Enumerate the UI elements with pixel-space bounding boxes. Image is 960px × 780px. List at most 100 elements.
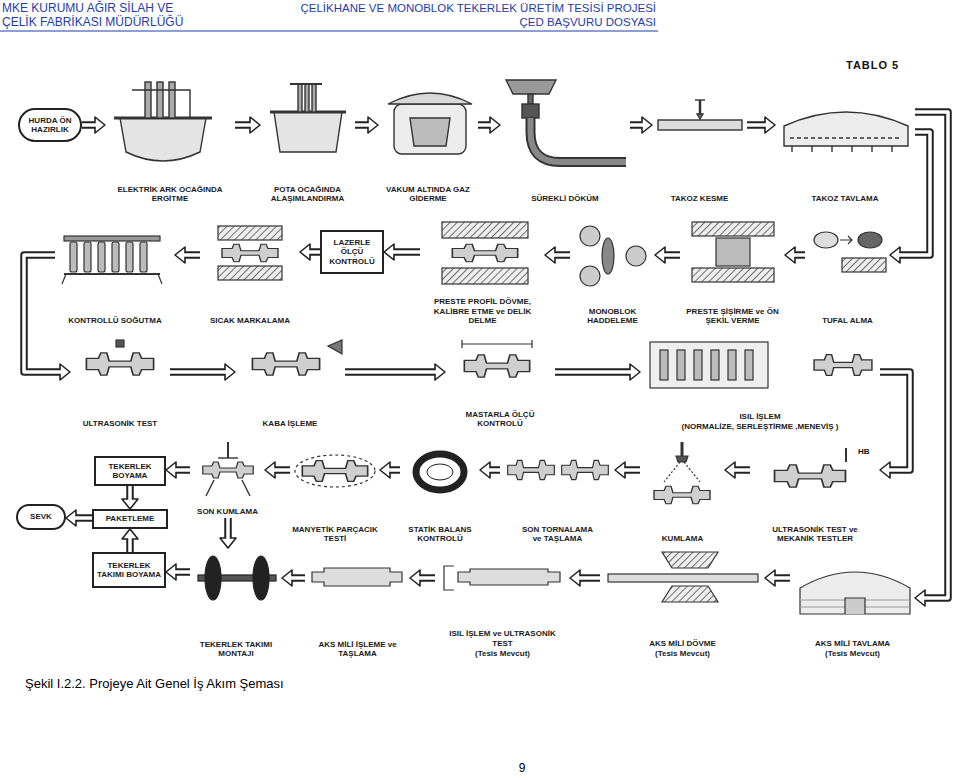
flow-arrow (725, 462, 750, 478)
continuous-caster (506, 80, 626, 162)
cooling-rack (84, 242, 91, 272)
gauge-check-wheel (462, 340, 532, 377)
axle-forging-press (662, 552, 718, 568)
caption-group: SON KUMLAMA (191, 507, 265, 516)
caption-group: AKS MİLİ TAVLAMA(Tesis Mevcut) (803, 639, 903, 658)
step-caption: PRESTE ŞİŞİRME ve ÖN ŞEKİL VERME (683, 307, 783, 325)
flow-arrow (655, 247, 680, 263)
step-caption: TUFAL ALMA (822, 316, 873, 325)
box-label: HURDA ÖN HAZIRLIK (23, 116, 77, 134)
wheelset (253, 556, 269, 600)
process-step: SICAK MARKALAMA (200, 215, 300, 327)
process-step: TEKERLEK TAKIMI MONTAJI (190, 548, 282, 660)
arrow-core (898, 132, 931, 255)
flow-arrow (615, 462, 640, 478)
billet-cutting (695, 99, 705, 100)
step-caption: (Tesis Mevcut) (475, 649, 530, 658)
arrow-core (235, 123, 253, 127)
balance-coil (427, 464, 453, 480)
arrow-core (488, 468, 501, 472)
process-step: AKS MİLİ TAVLAMA(Tesis Mevcut) (790, 548, 915, 660)
flow-arrow (355, 117, 378, 133)
continuous-caster (531, 118, 627, 162)
ladle-furnace (274, 112, 342, 152)
forging-press (442, 222, 528, 284)
ultrasonic-test-wheel (116, 340, 124, 347)
forging-press (442, 222, 528, 238)
arrow-outline (24, 255, 60, 372)
caption-group: PRESTE PROFİL DÖVME, KALİBRE ETME ve DEL… (428, 297, 538, 325)
heat-treatment-furnace (814, 355, 872, 376)
flow-arrow (630, 117, 652, 133)
heat-treatment-furnace (650, 342, 872, 388)
arc-furnace (114, 82, 212, 161)
arrow-outline (880, 372, 910, 470)
heat-treatment-furnace (711, 350, 719, 380)
cooling-rack (126, 242, 133, 272)
step-caption: SICAK MARKALAMA (210, 316, 290, 325)
step-caption: SÜREKLİ DÖKÜM (531, 194, 599, 203)
process-step: TAKOZ TAVLAMA (775, 75, 915, 205)
caption-group: KABA İŞLEME (240, 419, 340, 428)
arrow-core (388, 468, 401, 472)
axle-machining (312, 568, 402, 586)
arrow-core (392, 250, 421, 254)
balance-coil (416, 454, 464, 490)
box-label: LAZERLE ÖLÇÜ KONTROLÜ (325, 238, 379, 266)
reheating-furnace (792, 146, 892, 152)
process-step: AKS MİLİ DÖVME(Tesis Mevcut) (600, 548, 765, 660)
final-blasting-stand (227, 442, 229, 458)
arrow-core (747, 123, 768, 127)
arrow-core (623, 468, 641, 472)
caption-group: MASTARLA ÖLÇÜ KONTROLÜ (450, 410, 550, 428)
flow-arrow (82, 117, 105, 133)
flow-arrow (345, 364, 445, 380)
process-step: STATİK BALANS KONTROLÜ (400, 440, 480, 545)
continuous-caster (528, 94, 533, 104)
arrow-core (553, 253, 571, 257)
hot-marking-press (218, 226, 282, 280)
forging-press (452, 244, 517, 262)
reheating-furnace (784, 112, 908, 152)
arrow-outline (900, 132, 930, 255)
final-turning-wheels (562, 460, 609, 479)
step-caption: (Tesis Mevcut) (655, 649, 710, 658)
caption-group: STATİK BALANS KONTROLÜ (400, 525, 480, 543)
arrow-core (128, 486, 132, 502)
arrow-core (478, 123, 493, 127)
process-step: SON TORNALAMA ve TAŞLAMA (500, 440, 615, 545)
vacuum-degasser (410, 118, 450, 146)
wheelset (198, 556, 276, 600)
rolling-mill (580, 226, 600, 246)
reheating-furnace (784, 112, 908, 146)
hardness-mark: HB (858, 447, 870, 456)
arrow-core (555, 370, 633, 374)
flow-arrow (380, 462, 400, 478)
step-caption: TAKOZ KESME (671, 194, 729, 203)
cooling-rack (140, 242, 147, 272)
billet-cutting (699, 100, 702, 114)
step-caption: TAKOZ TAVLAMA (811, 194, 878, 203)
caption-group: TUFAL ALMA (807, 316, 889, 325)
caption-group: KUMLAMA (642, 534, 724, 543)
header-text: MKE KURUMU AĞIR SİLAH VE (2, 2, 173, 16)
axle-heat-treatment (444, 566, 560, 590)
flow-arrow (915, 112, 948, 606)
caption-group: ULTRASONİK TEST ve MEKANİK TESTLER (765, 525, 865, 543)
flow-arrow (265, 462, 290, 478)
heat-treatment-furnace (660, 350, 668, 380)
rolling-mill (602, 238, 614, 274)
caption-group: ULTRASONİK TEST (72, 419, 168, 428)
magnetic-particle-test (302, 461, 367, 482)
flow-arrow (410, 570, 435, 586)
cooling-rack (112, 242, 119, 272)
descaling (814, 232, 886, 272)
shot-blasting (676, 456, 688, 462)
axle-forging-press (608, 552, 758, 602)
process-step: POTA OCAĞINDA ALAŞIMLANDIRMA (260, 75, 355, 205)
rough-machining-wheel (252, 340, 342, 375)
step-caption: SON KUMLAMA (197, 507, 258, 516)
ladle-furnace (270, 84, 346, 152)
flow-arrow (890, 132, 930, 263)
arrow-core (24, 255, 63, 372)
